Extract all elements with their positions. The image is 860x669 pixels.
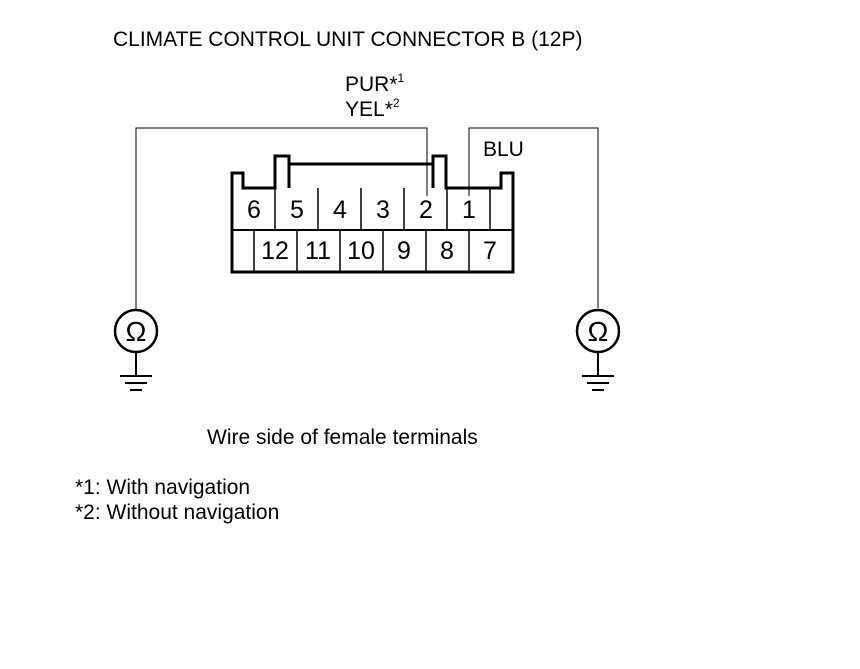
ohmmeter-icon: Ω xyxy=(575,308,621,354)
footnote-2: *2: Without navigation xyxy=(75,501,280,524)
terminal-4: 4 xyxy=(333,196,347,224)
terminal-9: 9 xyxy=(397,237,411,265)
wire-marker-pur: * xyxy=(389,73,398,96)
connector-caption: Wire side of female terminals xyxy=(207,426,478,449)
ground-icon xyxy=(120,352,152,391)
wire-blu xyxy=(468,127,599,308)
terminal-12: 12 xyxy=(261,237,289,265)
terminal-8: 8 xyxy=(440,237,454,265)
wire-note-ref-pur: 1 xyxy=(397,71,405,85)
terminal-6: 6 xyxy=(247,196,261,224)
wire-marker-yel: * xyxy=(384,98,393,121)
terminal-5: 5 xyxy=(290,196,304,224)
footnote-1: *1: With navigation xyxy=(75,476,251,499)
terminal-10: 10 xyxy=(347,237,375,265)
terminal-7: 7 xyxy=(483,237,497,265)
wire-label-yel: YEL*2 xyxy=(345,96,400,122)
wire-code-yel: YEL xyxy=(345,98,385,121)
ohm-symbol: Ω xyxy=(126,316,147,347)
wire-lines xyxy=(135,127,599,316)
wire-code-pur: PUR xyxy=(345,73,390,96)
ohmmeter-icon: Ω xyxy=(113,308,159,354)
terminal-1: 1 xyxy=(462,196,476,224)
diagram-title: CLIMATE CONTROL UNIT CONNECTOR B (12P) xyxy=(113,28,583,51)
ground-icon xyxy=(582,352,614,391)
wire-label-blu: BLU xyxy=(483,138,524,161)
ohm-symbol: Ω xyxy=(588,316,609,347)
terminal-2: 2 xyxy=(419,196,433,224)
wire-note-ref-yel: 2 xyxy=(392,96,400,110)
connector-housing xyxy=(230,154,515,274)
wire-label-pur: PUR*1 xyxy=(345,71,405,97)
terminal-11: 11 xyxy=(305,237,331,265)
terminal-numbers: 6 5 4 3 2 1 12 11 10 9 8 7 xyxy=(247,196,497,265)
wire-pur-yel xyxy=(135,127,428,316)
terminal-3: 3 xyxy=(376,196,390,224)
